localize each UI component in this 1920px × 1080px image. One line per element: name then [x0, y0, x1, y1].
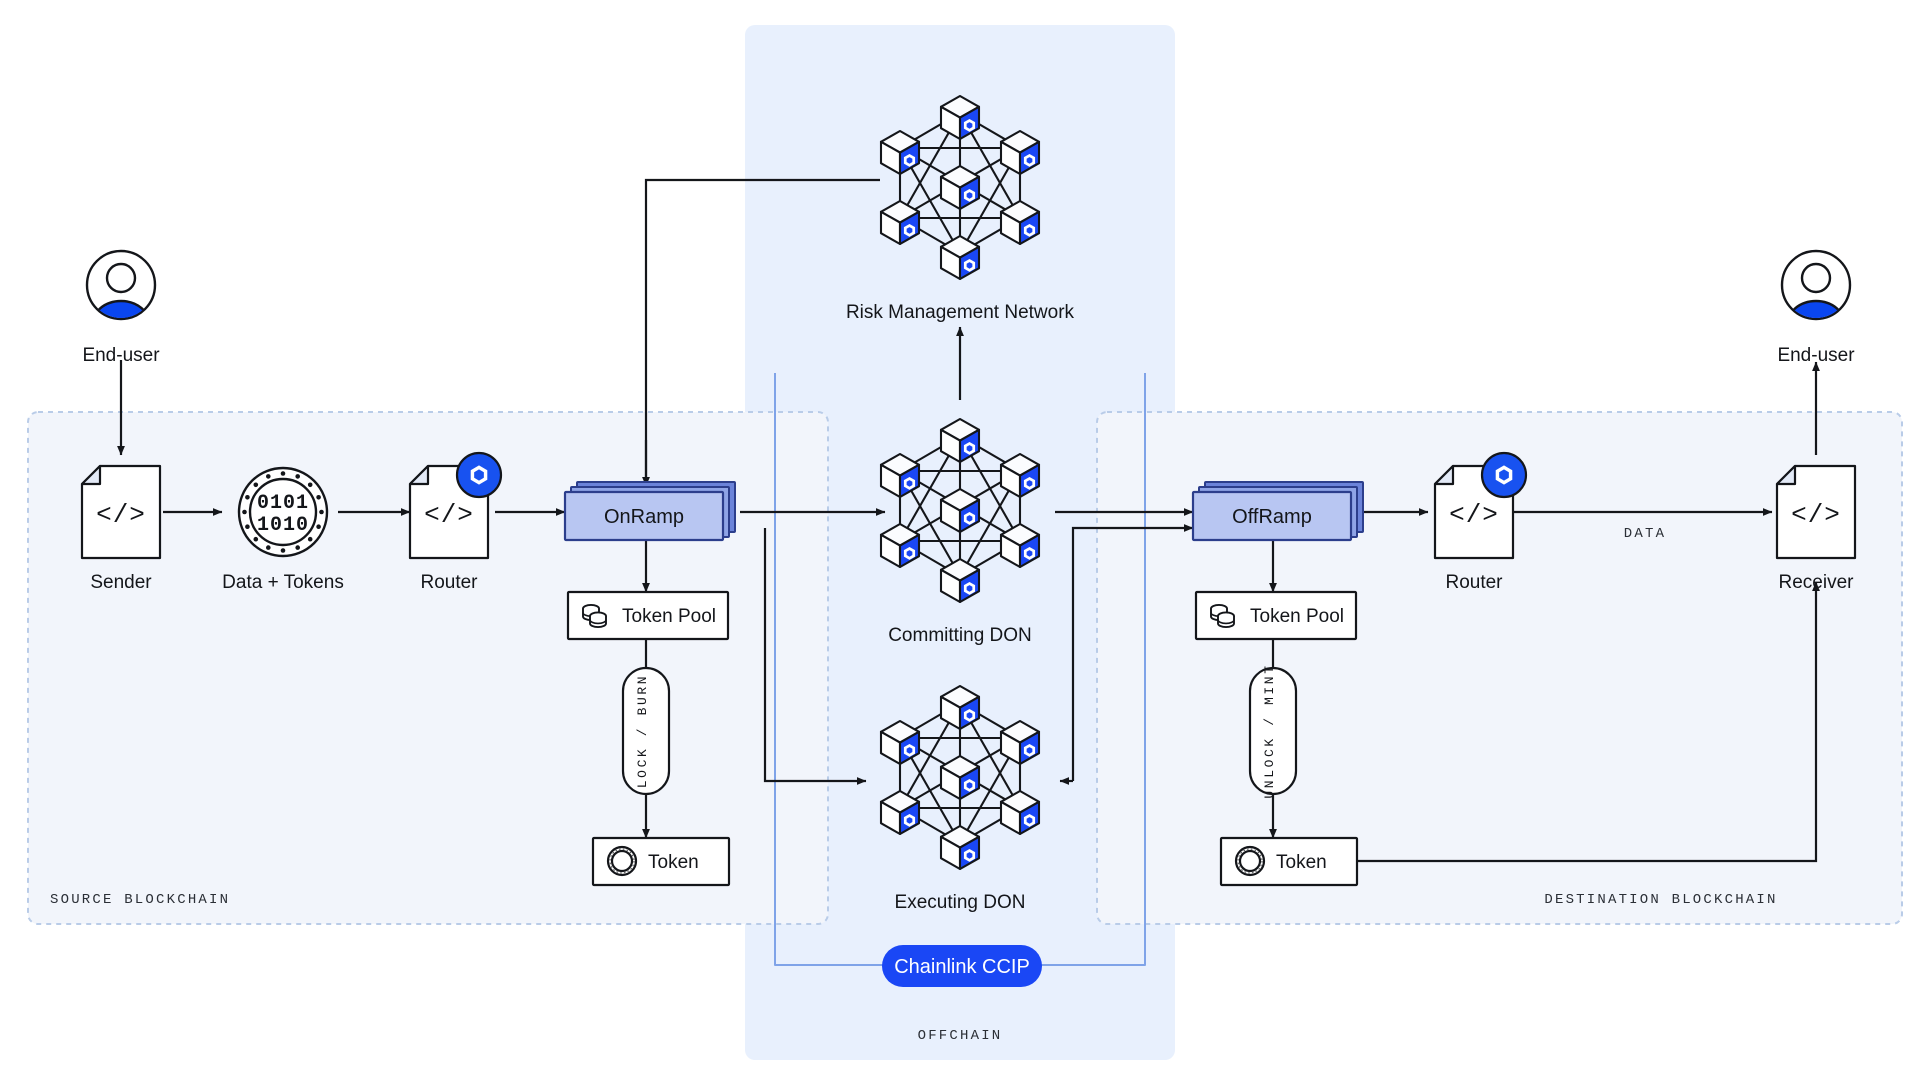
destination-zone-label: DESTINATION BLOCKCHAIN [1544, 892, 1777, 908]
data-tokens-binary-line1: 0101 [257, 492, 309, 515]
receiver-label: Receiver [1779, 572, 1855, 593]
source-token-pool-label: Token Pool [622, 606, 716, 627]
risk-management-network-label: Risk Management Network [846, 302, 1075, 323]
offchain-zone-label: OFFCHAIN [918, 1028, 1003, 1044]
sender-glyph: </> [96, 500, 146, 530]
source-token-pool-box[interactable] [566, 590, 730, 641]
chainlink-ccip-badge-label: Chainlink CCIP [894, 956, 1030, 978]
lock-burn-label: LOCK / BURN [635, 674, 650, 788]
data-tokens-icon [237, 466, 329, 558]
committing-don-cluster [881, 419, 1039, 602]
committing-don-label: Committing DON [888, 625, 1032, 646]
offramp-label: OffRamp [1232, 506, 1312, 528]
edge-onramp-rmn [644, 178, 880, 485]
receiver-glyph: </> [1791, 500, 1841, 530]
offramp-box[interactable] [1191, 481, 1364, 542]
coin-ring-icon-destination [1234, 845, 1266, 877]
data-tokens-binary-line2: 1010 [257, 514, 309, 537]
destination-end-user-icon [1782, 251, 1850, 325]
sender-label: Sender [90, 572, 152, 593]
executing-don-label: Executing DON [895, 892, 1026, 913]
unlock-mint-pill [1248, 666, 1298, 796]
edge-token-receiver [1341, 581, 1820, 863]
destination-router-glyph: </> [1449, 500, 1499, 530]
data-edge-label: DATA [1624, 526, 1666, 542]
lock-burn-pill [621, 666, 671, 796]
unlock-mint-label: UNLOCK / MINT [1262, 663, 1277, 798]
executing-don-cluster [881, 686, 1039, 869]
destination-token-pool-box[interactable] [1194, 590, 1358, 641]
source-end-user-label: End-user [82, 345, 160, 366]
source-router-label: Router [420, 572, 478, 593]
source-end-user-icon [87, 251, 155, 325]
destination-router-label: Router [1445, 572, 1503, 593]
source-router-glyph: </> [424, 500, 474, 530]
edge-executing-offramp [1071, 524, 1194, 781]
destination-router-icon [1433, 451, 1528, 560]
coin-ring-icon [606, 845, 638, 877]
destination-end-user-label: End-user [1777, 345, 1855, 366]
onramp-label: OnRamp [604, 506, 684, 528]
source-token-label: Token [648, 852, 699, 873]
onramp-box[interactable] [563, 481, 736, 542]
destination-token-pool-label: Token Pool [1250, 606, 1344, 627]
source-router-icon [408, 451, 503, 560]
source-zone-label: SOURCE BLOCKCHAIN [50, 892, 230, 908]
data-tokens-label: Data + Tokens [222, 572, 344, 593]
destination-token-label: Token [1276, 852, 1327, 873]
edge-onramp-executing [763, 528, 867, 785]
risk-management-network-cluster [881, 96, 1039, 279]
chainlink-ccip-badge[interactable] [882, 945, 1042, 987]
